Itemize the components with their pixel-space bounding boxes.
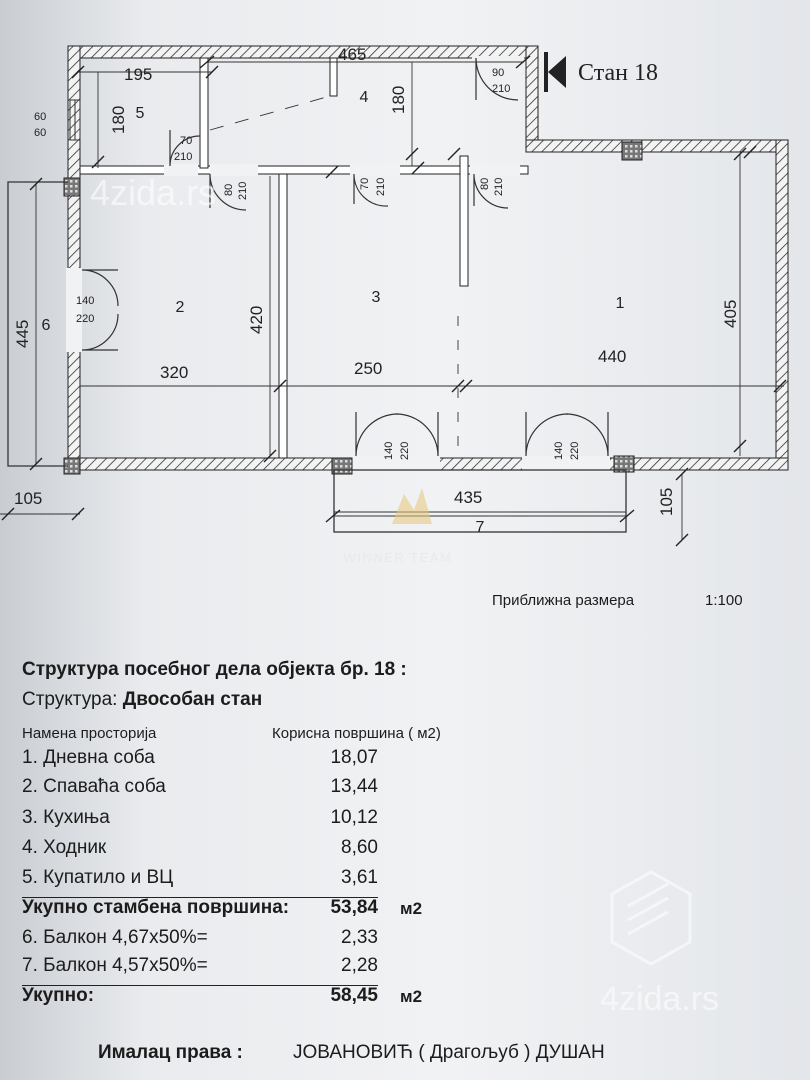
room-number-2: 2 <box>176 299 185 316</box>
table-row: 6. Балкон 4,67x50%= 2,33 <box>22 927 378 948</box>
dim-195: 195 <box>124 65 152 84</box>
inner-walls <box>79 57 529 459</box>
dim-445: 445 <box>13 320 32 348</box>
entry-marker-icon <box>544 52 566 92</box>
owner-label: Ималац права : <box>98 1042 243 1063</box>
balcony-door-left-height: 220 <box>76 313 94 325</box>
dim-180-hall: 180 <box>389 86 408 114</box>
balcony-door-right-height: 220 <box>569 442 581 460</box>
door-bath-height: 210 <box>174 151 192 163</box>
dim-250: 250 <box>354 359 382 378</box>
door-living-width: 80 <box>479 178 491 190</box>
watermark-top: 4zida.rs <box>90 172 216 213</box>
balcony-outlines <box>7 181 627 533</box>
watermark-bottom-text: 4zida.rs <box>600 980 720 1018</box>
window-height: 60 <box>34 127 46 139</box>
room-number-1: 1 <box>616 295 625 312</box>
owner-row: Ималац права : ЈОВАНОВИЋ ( Драгољуб ) ДУ… <box>98 1042 605 1064</box>
table-row: 4. Ходник 8,60 <box>22 837 378 858</box>
dim-465: 465 <box>338 45 366 64</box>
room-number-3: 3 <box>372 289 381 306</box>
table-row: 7. Балкон 4,57x50%= 2,28 <box>22 955 378 986</box>
dim-180-bath: 180 <box>109 106 128 134</box>
dimension-lines <box>0 61 784 540</box>
floor-plan: Стан 18 1 2 3 4 5 6 7 195 465 320 250 44… <box>0 45 789 565</box>
scale-label: Приближна размера <box>492 592 635 609</box>
dim-435: 435 <box>454 488 482 507</box>
column-header-area: Корисна површина ( м2) <box>272 725 441 742</box>
table-row: 2. Спаваћа соба 13,44 <box>22 776 378 797</box>
door-bed-width: 80 <box>223 184 235 196</box>
dim-105-left: 105 <box>14 489 42 508</box>
structure-type: Структура: Двособан стан <box>22 689 263 710</box>
door-kitchen-width: 70 <box>359 178 371 190</box>
dim-405: 405 <box>721 300 740 328</box>
dim-420: 420 <box>247 306 266 334</box>
balcony-door-mid-width: 140 <box>383 442 395 460</box>
owner-name: ЈОВАНОВИЋ ( Драгољуб ) ДУШАН <box>293 1042 605 1063</box>
total-living-row: Укупно стамбена површина: 53,84 м2 <box>22 897 423 918</box>
room-number-7: 7 <box>476 519 485 536</box>
scale-value: 1:100 <box>705 592 743 609</box>
door-kitchen-height: 210 <box>375 178 387 196</box>
table-row: 1. Дневна соба 18,07 <box>22 747 378 768</box>
table-row: 5. Купатило и ВЦ 3,61 <box>22 867 378 898</box>
door-living-height: 210 <box>493 178 505 196</box>
room-number-5: 5 <box>136 105 145 122</box>
outer-walls <box>67 45 789 471</box>
column-header-room: Намена просторија <box>22 725 157 742</box>
door-bath-width: 70 <box>180 135 192 147</box>
room-number-6: 6 <box>42 317 51 334</box>
door-entry-height: 210 <box>492 83 510 95</box>
bath-window <box>69 99 81 141</box>
dim-105-right: 105 <box>657 488 676 516</box>
table-row: 3. Кухиња 10,12 <box>22 807 378 828</box>
window-width: 60 <box>34 111 46 123</box>
svg-text:WINNER TEAM: WINNER TEAM <box>344 550 453 565</box>
columns <box>63 141 643 475</box>
balcony-door-right-width: 140 <box>553 442 565 460</box>
dim-320: 320 <box>160 363 188 382</box>
unit-label: Стан 18 <box>578 60 658 86</box>
door-swings <box>81 57 609 457</box>
door-bed-height: 210 <box>237 182 249 200</box>
winner-team-logo: WINNER TEAM <box>344 488 453 565</box>
door-entry-width: 90 <box>492 67 504 79</box>
watermark-bottom <box>606 866 696 986</box>
dim-440: 440 <box>598 347 626 366</box>
room-number-4: 4 <box>360 89 369 106</box>
structure-title: Структура посебног дела објекта бр. 18 : <box>22 659 407 680</box>
watermark-logo-icon <box>610 870 692 966</box>
balcony-door-left-width: 140 <box>76 295 94 307</box>
balcony-door-mid-height: 220 <box>399 442 411 460</box>
total-row: Укупно: 58,45 м2 <box>22 985 423 1006</box>
dimension-ticks <box>1 55 787 547</box>
